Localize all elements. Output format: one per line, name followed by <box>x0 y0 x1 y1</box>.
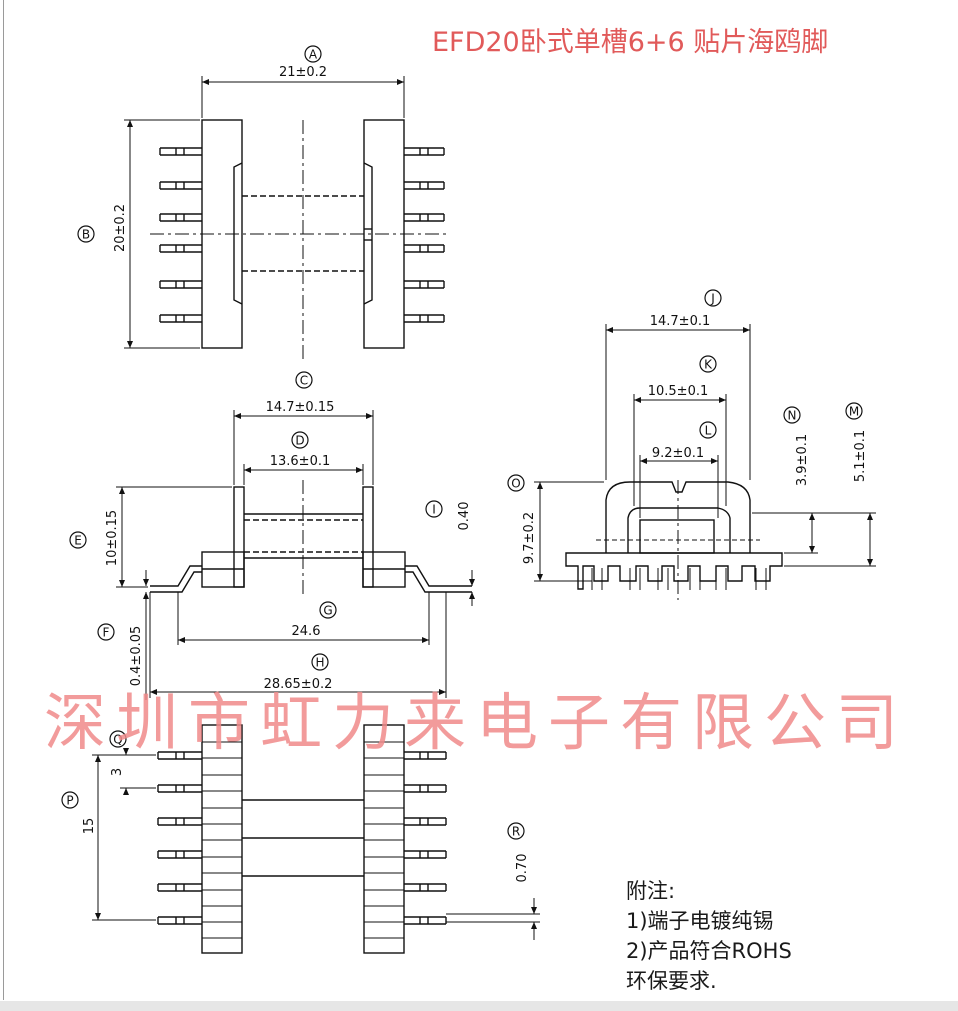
end-view <box>534 324 876 600</box>
notes-line-3: 环保要求. <box>626 969 717 993</box>
dim-p-circle <box>61 791 79 809</box>
dim-b-letter: B <box>82 228 90 242</box>
page-bottom-strip <box>0 1001 958 1011</box>
dim-o-circle <box>507 474 525 492</box>
dim-a-circle <box>304 45 322 63</box>
dim-j-value: 14.7±0.1 <box>650 314 711 329</box>
dim-o-value: 9.7±0.2 <box>522 512 537 564</box>
dim-h-circle <box>311 653 329 671</box>
dim-q-circle <box>109 730 127 748</box>
bottom-view-left-pins <box>157 751 203 925</box>
dimension-labels: A 21±0.2 B 20±0.2 C 14.7±0.15 D 13.6±0.1… <box>61 45 868 883</box>
page-left-border <box>3 0 4 1000</box>
dim-r-circle <box>507 822 525 840</box>
dim-h-value: 28.65±0.2 <box>264 677 333 692</box>
dim-r-letter: R <box>512 825 520 839</box>
company-watermark: 深圳市虹力来电子有限公司 <box>44 686 909 759</box>
notes-line-1: 1)端子电镀纯锡 <box>626 909 774 933</box>
top-view-right-pins <box>403 147 445 323</box>
dim-e-circle <box>69 531 87 549</box>
top-view-left-pins <box>159 147 203 323</box>
dim-e-value: 10±0.15 <box>105 510 120 566</box>
dim-k-circle <box>699 355 717 373</box>
dim-q-letter: Q <box>113 733 122 747</box>
dim-l-letter: L <box>705 424 712 438</box>
dim-p-letter: P <box>66 794 73 808</box>
dim-h-letter: H <box>315 656 324 670</box>
dim-d-letter: D <box>295 434 304 448</box>
dim-l-value: 9.2±0.1 <box>652 446 704 461</box>
dim-i-letter: I <box>432 503 436 517</box>
dim-e-letter: E <box>74 534 82 548</box>
dim-o-letter: O <box>511 477 520 491</box>
dim-f-value: 0.4±0.05 <box>129 626 144 687</box>
bottom-view-right-pins <box>403 751 447 925</box>
dim-f-letter: F <box>103 626 110 640</box>
bottom-view <box>92 724 540 954</box>
dim-i-circle <box>425 500 443 518</box>
dim-d-value: 13.6±0.1 <box>270 454 331 469</box>
dim-j-letter: J <box>710 292 715 306</box>
dim-r-value: 0.70 <box>515 854 530 883</box>
dim-q-value: 3 <box>110 768 125 776</box>
dim-l-circle <box>699 421 717 439</box>
dim-i-value: 0.40 <box>457 502 472 531</box>
side-view <box>116 410 475 700</box>
notes-heading: 附注: <box>626 879 676 903</box>
dim-k-letter: K <box>704 358 713 372</box>
dim-m-circle <box>845 402 863 420</box>
dim-m-value: 5.1±0.1 <box>853 430 868 482</box>
dim-p-value: 15 <box>82 818 97 835</box>
dim-f-circle <box>97 623 115 641</box>
dim-b-circle <box>77 225 95 243</box>
dim-n-value: 3.9±0.1 <box>795 434 810 486</box>
dim-g-value: 24.6 <box>292 624 321 639</box>
dim-a-value: 21±0.2 <box>279 65 327 80</box>
dim-k-value: 10.5±0.1 <box>648 384 709 399</box>
dim-n-letter: N <box>788 409 797 423</box>
dim-c-circle <box>295 371 313 389</box>
dim-g-circle <box>319 601 337 619</box>
dim-d-circle <box>291 431 309 449</box>
dim-n-circle <box>783 406 801 424</box>
dim-g-letter: G <box>323 604 332 618</box>
dim-c-value: 14.7±0.15 <box>266 400 335 415</box>
notes-block: 附注: 1)端子电镀纯锡 2)产品符合ROHS 环保要求. <box>626 876 792 996</box>
drawing-title: EFD20卧式单槽6+6 贴片海鸥脚 <box>432 27 829 58</box>
dim-j-circle <box>704 289 722 307</box>
dim-c-letter: C <box>300 374 308 388</box>
dim-m-letter: M <box>849 405 859 419</box>
top-view <box>124 76 450 360</box>
dim-a-letter: A <box>309 48 318 62</box>
notes-line-2: 2)产品符合ROHS <box>626 939 792 963</box>
dim-b-value: 20±0.2 <box>113 204 128 252</box>
